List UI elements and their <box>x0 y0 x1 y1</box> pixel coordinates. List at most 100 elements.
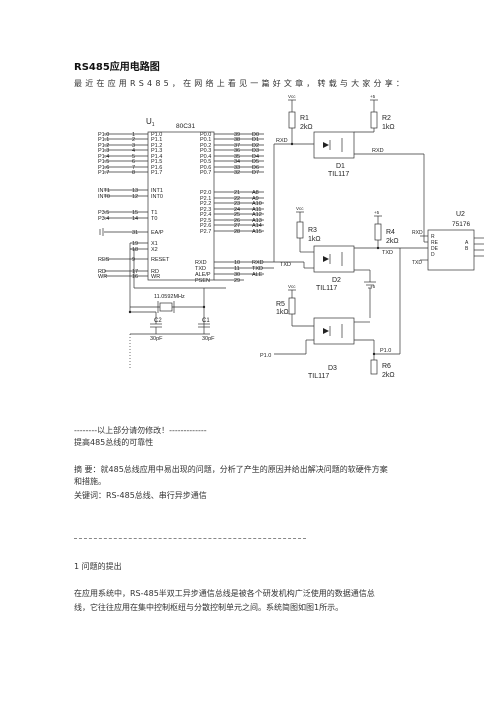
svg-text:A: A <box>465 240 469 246</box>
r1-value: 2kΩ <box>300 124 313 131</box>
svg-text:INT0: INT0 <box>98 194 110 200</box>
r5-label: R5 <box>276 301 285 308</box>
svg-text:P1.7: P1.7 <box>98 170 109 176</box>
svg-text:P1.2: P1.2 <box>151 143 162 149</box>
svg-text:A9: A9 <box>252 196 259 202</box>
r4-label: R4 <box>386 229 395 236</box>
p10-net-label-1: P1.0 <box>260 353 271 359</box>
svg-text:INT1: INT1 <box>98 188 110 194</box>
svg-text:X2: X2 <box>151 247 158 253</box>
svg-text:25: 25 <box>234 212 240 218</box>
svg-text:P2.0: P2.0 <box>200 190 211 196</box>
svg-text:P1.2: P1.2 <box>98 143 109 149</box>
svg-text:16: 16 <box>132 274 138 280</box>
svg-text:A11: A11 <box>252 207 261 213</box>
vcc-label-1: Vcc <box>288 94 296 99</box>
svg-text:23: 23 <box>234 201 240 207</box>
svg-text:P2.1: P2.1 <box>200 196 211 202</box>
svg-text:P0.5: P0.5 <box>200 159 211 165</box>
d1-part: TIL117 <box>328 171 349 178</box>
svg-text:T1: T1 <box>151 210 157 216</box>
svg-text:RESET: RESET <box>151 257 170 263</box>
body-line-2: 线，它往往应用在集中控制枢纽与分散控制单元之间。系统简图如图1所示。 <box>74 603 344 612</box>
svg-text:TXD: TXD <box>195 266 206 272</box>
u1-ref: U1 <box>146 117 155 128</box>
r5-value: 1kΩ <box>276 309 289 316</box>
svg-text:D7: D7 <box>252 170 259 176</box>
svg-text:RD: RD <box>151 269 159 275</box>
svg-text:RXD: RXD <box>195 260 207 266</box>
svg-text:37: 37 <box>234 143 240 149</box>
r6-value: 2kΩ <box>382 372 395 379</box>
svg-text:18: 18 <box>132 247 138 253</box>
svg-text:WR: WR <box>98 274 107 280</box>
svg-text:22: 22 <box>234 196 240 202</box>
svg-text:D: D <box>431 252 435 258</box>
d3-label: D3 <box>328 365 337 372</box>
svg-text:EA/P: EA/P <box>151 230 164 236</box>
d2-label: D2 <box>332 277 341 284</box>
svg-text:P1.6: P1.6 <box>98 165 109 171</box>
svg-text:P0.6: P0.6 <box>200 165 211 171</box>
crystal-label: 11.0592MHz <box>154 294 185 300</box>
svg-text:A8: A8 <box>252 190 259 196</box>
svg-text:RE: RE <box>431 240 439 246</box>
svg-text:INT1: INT1 <box>151 188 163 194</box>
section-heading: 提高485总线的可靠性 <box>74 438 154 447</box>
svg-text:A13: A13 <box>252 218 262 224</box>
svg-text:P2.6: P2.6 <box>200 223 211 229</box>
svg-text:RXD: RXD <box>252 260 264 266</box>
svg-text:D1: D1 <box>252 137 259 143</box>
svg-text:6: 6 <box>132 159 135 165</box>
svg-text:P1.0: P1.0 <box>98 132 109 138</box>
svg-text:A12: A12 <box>252 212 262 218</box>
svg-text:5: 5 <box>132 154 135 160</box>
svg-text:12: 12 <box>132 194 138 200</box>
u2-txd-label: TXD <box>412 260 422 266</box>
abstract-line-1: 摘 要：就485总线应用中易出现的问题，分析了产生的原因并给出解决问题的软硬件方… <box>74 465 388 474</box>
r1-label: R1 <box>300 115 309 122</box>
svg-text:36: 36 <box>234 148 240 154</box>
svg-text:P1.6: P1.6 <box>151 165 162 171</box>
svg-text:10: 10 <box>234 260 240 266</box>
svg-text:19: 19 <box>132 241 138 247</box>
c1-value: 30pF <box>202 336 215 342</box>
svg-text:P1.0: P1.0 <box>151 132 162 138</box>
r6-label: R6 <box>382 363 391 370</box>
svg-text:32: 32 <box>234 170 240 176</box>
svg-text:DE: DE <box>431 246 439 252</box>
d2-part: TIL117 <box>316 285 337 292</box>
svg-text:8: 8 <box>132 170 135 176</box>
svg-text:P1.3: P1.3 <box>151 148 162 154</box>
p10-net-label-2: P1.0 <box>380 348 391 354</box>
svg-text:A15: A15 <box>252 229 262 235</box>
plus5-label-2: +5 <box>374 210 380 215</box>
svg-text:P0.0: P0.0 <box>200 132 211 138</box>
svg-text:RD: RD <box>98 269 106 275</box>
svg-text:D3: D3 <box>252 148 259 154</box>
rxd-net-label-1: RXD <box>276 138 288 144</box>
svg-text:30: 30 <box>234 272 240 278</box>
svg-text:P0.4: P0.4 <box>200 154 211 160</box>
svg-text:P1.5: P1.5 <box>98 159 109 165</box>
svg-text:INT0: INT0 <box>151 194 163 200</box>
svg-text:RES: RES <box>98 257 110 263</box>
separator-line <box>74 538 306 539</box>
svg-text:P1.3: P1.3 <box>98 148 109 154</box>
svg-text:38: 38 <box>234 137 240 143</box>
plus5-label-3: +5 <box>370 284 376 289</box>
c2-value: 30pF <box>150 336 163 342</box>
edit-note: --------以上部分请勿修改！------------- <box>74 426 207 435</box>
svg-text:TXD: TXD <box>252 266 263 272</box>
svg-text:P0.1: P0.1 <box>200 137 211 143</box>
svg-text:B: B <box>465 246 469 252</box>
svg-text:27: 27 <box>234 223 240 229</box>
svg-text:34: 34 <box>234 159 240 165</box>
svg-text:A14: A14 <box>252 223 262 229</box>
svg-text:WR: WR <box>151 274 160 280</box>
svg-text:31: 31 <box>132 230 138 236</box>
svg-text:P3.5: P3.5 <box>98 210 109 216</box>
svg-text:15: 15 <box>132 210 138 216</box>
